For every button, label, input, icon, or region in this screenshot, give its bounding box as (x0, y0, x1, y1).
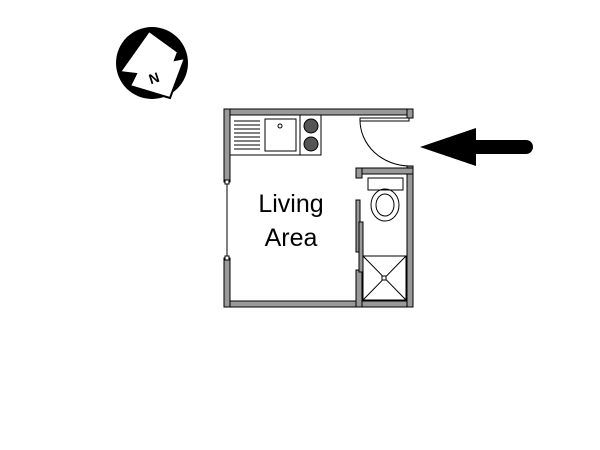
stove-burner (303, 118, 319, 134)
toilet-bowl (370, 188, 400, 222)
toilet-tank (367, 177, 404, 191)
room-label-area: Area (265, 224, 318, 252)
walls (223, 108, 414, 308)
stove-burner (303, 136, 319, 152)
north-compass-icon: N (116, 27, 188, 100)
entrance-arrow-icon (420, 128, 533, 166)
kitchen-counter (229, 114, 322, 156)
drainboard (234, 120, 260, 150)
bathroom (355, 177, 407, 301)
compass-label: N (147, 69, 162, 87)
sink (264, 118, 297, 152)
shower (362, 255, 407, 301)
room-label-living: Living (258, 190, 323, 218)
entrance-door (359, 117, 410, 167)
window (224, 179, 230, 261)
